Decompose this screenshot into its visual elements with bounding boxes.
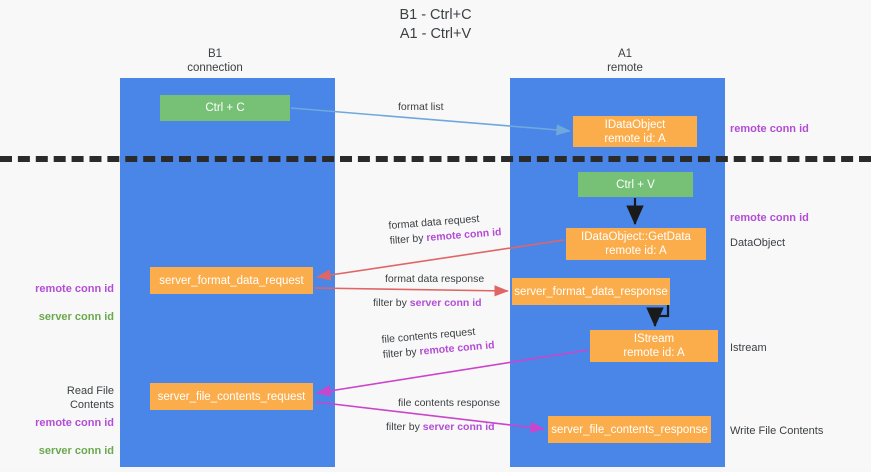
- label-left-remote-conn-id: remote conn id: [35, 283, 114, 295]
- caption-file-contents-response-filter: filter by server conn id: [386, 421, 495, 433]
- caption-format-data-response-filter: filter by server conn id: [373, 297, 482, 309]
- phase-divider: [0, 156, 871, 162]
- node-server-file-contents-response[interactable]: server_file_contents_response: [548, 416, 711, 443]
- connector-file-contents-request: [316, 349, 589, 397]
- label-left-conn-ids-top: remote conn id server conn id: [22, 268, 114, 338]
- column-header-a1: A1 remote: [607, 48, 643, 74]
- label-remote-conn-id-top: remote conn id: [730, 123, 809, 135]
- node-server-format-data-request[interactable]: server_format_data_request: [150, 267, 313, 294]
- connector-file-contents-response: [315, 401, 545, 433]
- label-left-conn-ids-bottom: remote conn id server conn id: [22, 402, 114, 472]
- node-istream[interactable]: IStream remote id: A: [590, 330, 718, 362]
- node-idataobject-getdata[interactable]: IDataObject::GetData remote id: A: [566, 228, 706, 260]
- caption-format-list: format list: [398, 101, 444, 113]
- label-left-server-conn-id-2: server conn id: [38, 445, 114, 457]
- label-read-file-contents: Read File Contents: [66, 385, 114, 411]
- node-ctrl-c[interactable]: Ctrl + C: [160, 95, 290, 121]
- connector-format-list: [290, 107, 571, 136]
- diagram-title: B1 - Ctrl+C A1 - Ctrl+V: [399, 7, 472, 42]
- label-remote-conn-id-mid: remote conn id: [730, 212, 809, 224]
- label-left-server-conn-id: server conn id: [38, 311, 114, 323]
- caption-server-conn-id-1: server conn id: [409, 297, 482, 309]
- node-ctrl-v[interactable]: Ctrl + V: [578, 172, 693, 197]
- connector-format-data-request: [316, 239, 565, 281]
- node-server-format-data-response[interactable]: server_format_data_response: [512, 278, 670, 305]
- label-left-remote-conn-id-2: remote conn id: [35, 417, 114, 429]
- label-write-file-contents: Write File Contents: [730, 425, 824, 437]
- label-dataobject: DataObject: [730, 237, 786, 249]
- caption-server-conn-id-2: server conn id: [422, 421, 495, 433]
- connector-format-data-response: [314, 285, 509, 297]
- label-istream: Istream: [730, 342, 767, 354]
- caption-format-data-response: format data response: [385, 273, 485, 285]
- caption-file-contents-response: file contents response: [398, 397, 501, 409]
- column-header-b1: B1 connection: [187, 48, 243, 74]
- node-idataobject-remote[interactable]: IDataObject remote id: A: [573, 116, 697, 147]
- node-server-file-contents-request[interactable]: server_file_contents_request: [150, 383, 313, 410]
